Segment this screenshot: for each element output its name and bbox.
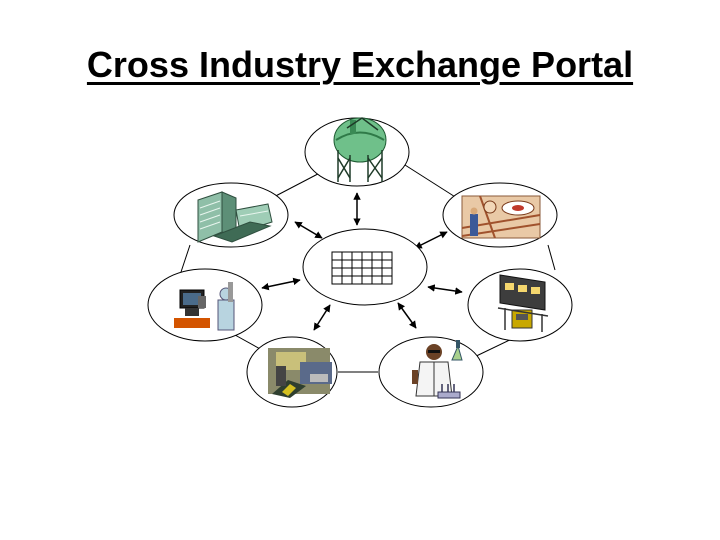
office-buildings-icon xyxy=(197,191,273,243)
hub-arrows xyxy=(261,192,463,331)
node-right[interactable] xyxy=(467,268,573,342)
node-upper-right[interactable] xyxy=(442,182,558,248)
node-center[interactable] xyxy=(302,228,428,306)
node-lower-right[interactable] xyxy=(378,336,484,408)
node-lower-left[interactable] xyxy=(246,336,338,408)
rail-transport-icon xyxy=(497,274,549,332)
computer-operator-lab-icon xyxy=(174,282,235,331)
arrow-upper-left xyxy=(294,221,323,239)
energy-industry-collage-icon xyxy=(268,348,332,398)
automotive-manufacturing-icon xyxy=(461,195,541,239)
node-left[interactable] xyxy=(147,268,263,342)
page-title: Cross Industry Exchange Portal xyxy=(86,44,634,85)
arrow-right xyxy=(427,284,463,295)
node-top[interactable] xyxy=(304,117,410,187)
industrial-storage-tank-icon xyxy=(333,117,387,182)
lab-scientist-icon xyxy=(412,340,463,399)
exchange-grid-icon xyxy=(331,251,393,285)
arrow-left xyxy=(261,277,301,291)
arrow-lower-left xyxy=(313,304,331,331)
arrow-lower-right xyxy=(397,302,417,329)
arrow-upper-right xyxy=(414,231,448,249)
node-upper-left[interactable] xyxy=(173,182,289,248)
